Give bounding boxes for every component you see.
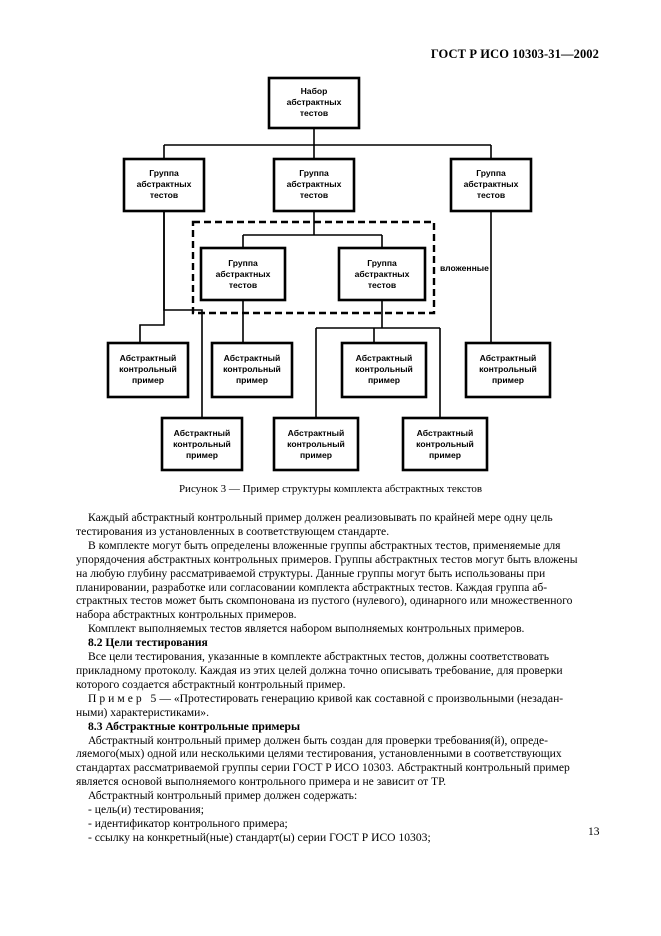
svg-text:контрольный: контрольный bbox=[355, 364, 413, 374]
svg-text:абстрактных: абстрактных bbox=[137, 179, 192, 189]
page-number: 13 bbox=[588, 826, 600, 838]
svg-text:Абстрактный: Абстрактный bbox=[174, 428, 231, 438]
list-item: - цель(и) тестирования; bbox=[88, 803, 204, 817]
diagram-connectors bbox=[139, 128, 492, 418]
svg-text:тестов: тестов bbox=[229, 280, 257, 290]
svg-text:контрольный: контрольный bbox=[173, 439, 231, 449]
svg-text:тестов: тестов bbox=[300, 190, 328, 200]
svg-text:контрольный: контрольный bbox=[287, 439, 345, 449]
svg-text:абстрактных: абстрактных bbox=[216, 269, 271, 279]
svg-text:Абстрактный: Абстрактный bbox=[288, 428, 345, 438]
svg-text:Группа: Группа bbox=[367, 258, 397, 268]
list-item: - идентификатор контрольного примера; bbox=[88, 816, 288, 830]
test-case-node: Абстрактный контрольный пример bbox=[401, 416, 489, 472]
test-case-node: Абстрактный контрольный пример bbox=[272, 416, 360, 472]
svg-text:пример: пример bbox=[300, 450, 332, 460]
svg-text:контрольный: контрольный bbox=[223, 364, 281, 374]
paragraph: Комплект выполняемых тестов является наб… bbox=[88, 622, 525, 636]
group-node: Группа абстрактных тестов bbox=[122, 157, 206, 213]
svg-text:контрольный: контрольный bbox=[479, 364, 537, 374]
svg-text:контрольный: контрольный bbox=[119, 364, 177, 374]
group-node: Группа абстрактных тестов bbox=[272, 157, 356, 213]
bullet-list: - цель(и) тестирования; - идентификатор … bbox=[88, 803, 599, 845]
svg-text:тестов: тестов bbox=[150, 190, 178, 200]
svg-text:абстрактных: абстрактных bbox=[355, 269, 410, 279]
test-case-node: Абстрактный контрольный пример bbox=[106, 341, 190, 399]
svg-text:пример: пример bbox=[492, 375, 524, 385]
svg-text:пример: пример bbox=[236, 375, 268, 385]
test-case-node: Абстрактный контрольный пример bbox=[210, 341, 294, 399]
paragraph: Каждый абстрактный контрольный пример до… bbox=[76, 511, 553, 538]
svg-text:Абстрактный: Абстрактный bbox=[356, 353, 413, 363]
svg-text:пример: пример bbox=[132, 375, 164, 385]
body-text: Каждый абстрактный контрольный пример до… bbox=[76, 511, 599, 845]
svg-text:абстрактных: абстрактных bbox=[287, 179, 342, 189]
group-node: Группа абстрактных тестов bbox=[449, 157, 533, 213]
svg-text:Абстрактный: Абстрактный bbox=[120, 353, 177, 363]
svg-text:тестов: тестов bbox=[300, 108, 328, 118]
list-item: - ссылку на конкретный(ные) стандарт(ы) … bbox=[88, 830, 431, 844]
svg-text:абстрактных: абстрактных bbox=[287, 97, 342, 107]
svg-text:Группа: Группа bbox=[476, 168, 506, 178]
test-suite-structure-diagram: вложенные Набор абстрактных тестов Групп… bbox=[106, 76, 552, 472]
paragraph: Абстрактный контрольный пример должен со… bbox=[88, 789, 358, 803]
svg-text:Группа: Группа bbox=[299, 168, 329, 178]
test-case-node: Абстрактный контрольный пример bbox=[160, 416, 244, 472]
test-case-node: Абстрактный контрольный пример bbox=[340, 341, 428, 399]
paragraph: Все цели тестирования, указанные в компл… bbox=[76, 650, 563, 691]
svg-text:тестов: тестов bbox=[368, 280, 396, 290]
paragraph: В комплекте могут быть определены вложен… bbox=[76, 538, 578, 622]
svg-text:пример: пример bbox=[429, 450, 461, 460]
svg-text:тестов: тестов bbox=[477, 190, 505, 200]
figure-caption: Рисунок 3 — Пример структуры комплекта а… bbox=[178, 483, 483, 495]
nested-group-node: Группа абстрактных тестов bbox=[337, 246, 427, 302]
nested-group-node: Группа абстрактных тестов bbox=[199, 246, 287, 302]
nested-groups-frame bbox=[191, 220, 436, 315]
svg-text:контрольный: контрольный bbox=[416, 439, 474, 449]
svg-text:Абстрактный: Абстрактный bbox=[417, 428, 474, 438]
test-case-node: Абстрактный контрольный пример bbox=[464, 341, 552, 399]
paragraph: Абстрактный контрольный пример должен бы… bbox=[76, 733, 570, 789]
section-heading: 8.2 Цели тестирования bbox=[88, 636, 208, 650]
svg-text:Набор: Набор bbox=[301, 86, 328, 96]
svg-text:Группа: Группа bbox=[149, 168, 179, 178]
example-note: Пример 5— «Протестировать генерацию крив… bbox=[76, 691, 564, 719]
document-header: ГОСТ Р ИСО 10303-31—2002 bbox=[430, 47, 599, 61]
root-node: Набор абстрактных тестов bbox=[267, 76, 361, 130]
svg-text:абстрактных: абстрактных bbox=[464, 179, 519, 189]
svg-text:пример: пример bbox=[186, 450, 218, 460]
section-heading: 8.3 Абстрактные контрольные примеры bbox=[88, 719, 301, 733]
nested-label: вложенные bbox=[440, 263, 489, 273]
svg-text:Абстрактный: Абстрактный bbox=[480, 353, 537, 363]
svg-text:пример: пример bbox=[368, 375, 400, 385]
svg-text:Группа: Группа bbox=[228, 258, 258, 268]
svg-text:Абстрактный: Абстрактный bbox=[224, 353, 281, 363]
